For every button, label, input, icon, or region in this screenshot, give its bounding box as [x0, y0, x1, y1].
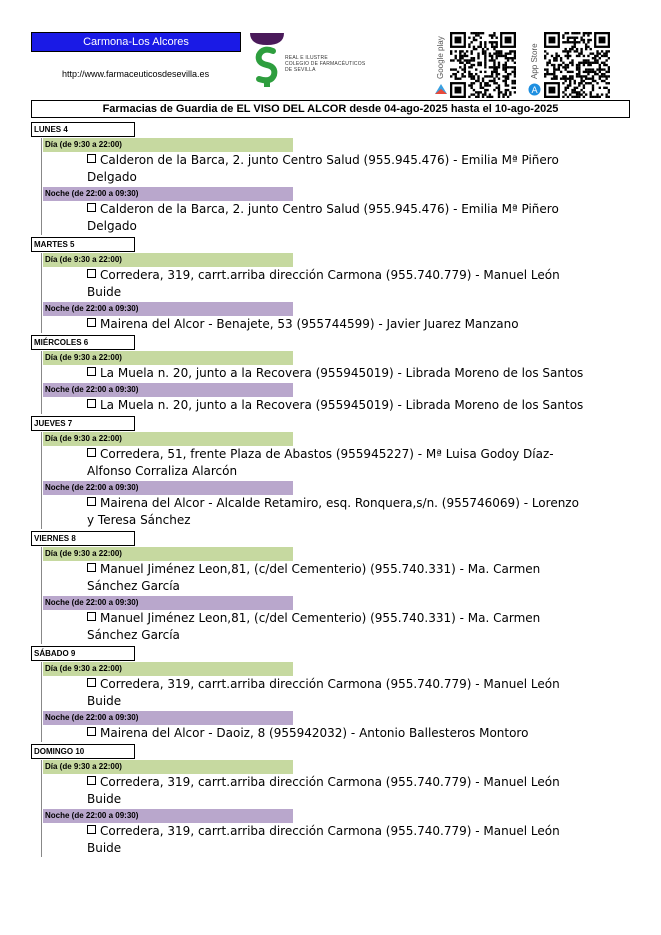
- pharmacy-text: La Muela n. 20, junto a la Recovera (955…: [100, 366, 584, 380]
- college-logo: REAL E ILUSTRE COLEGIO DE FARMACÉUTICOS …: [249, 31, 379, 89]
- day-shifts: Día (de 9:30 a 22:00)Corredera, 319, car…: [41, 253, 631, 333]
- google-play-label: Google play: [436, 36, 445, 79]
- pharmacy-text: Corredera, 319, carrt.arriba dirección C…: [87, 677, 560, 708]
- app-store-label: App Store: [530, 43, 539, 79]
- app-store-icon: A: [528, 83, 541, 96]
- square-bullet-icon: [87, 154, 96, 163]
- pharmacy-entry: Corredera, 319, carrt.arriba dirección C…: [87, 267, 587, 301]
- pharmacy-text: Corredera, 319, carrt.arriba dirección C…: [87, 268, 560, 299]
- pharmacy-text: Corredera, 51, frente Plaza de Abastos (…: [87, 447, 554, 478]
- google-play-badge[interactable]: Google play: [434, 31, 524, 98]
- day-shift-label: Día (de 9:30 a 22:00): [43, 138, 293, 152]
- night-shift-label: Noche (de 22:00 a 09:30): [43, 481, 293, 495]
- pharmacy-text: La Muela n. 20, junto a la Recovera (955…: [100, 398, 584, 412]
- pharmacy-entry: Corredera, 51, frente Plaza de Abastos (…: [87, 446, 587, 480]
- night-shift-label: Noche (de 22:00 a 09:30): [43, 596, 293, 610]
- pharmacy-text: Mairena del Alcor - Benajete, 53 (955744…: [100, 317, 519, 331]
- pharmacy-entry: Corredera, 319, carrt.arriba dirección C…: [87, 676, 587, 710]
- pharmacy-text: Calderon de la Barca, 2. junto Centro Sa…: [87, 153, 559, 184]
- pharmacy-entry: Corredera, 319, carrt.arriba dirección C…: [87, 774, 587, 808]
- square-bullet-icon: [87, 776, 96, 785]
- pharmacy-text: Corredera, 319, carrt.arriba dirección C…: [87, 775, 560, 806]
- day-shifts: Día (de 9:30 a 22:00)La Muela n. 20, jun…: [41, 351, 631, 414]
- pharmacy-entry: Calderon de la Barca, 2. junto Centro Sa…: [87, 152, 587, 186]
- night-shift-label: Noche (de 22:00 a 09:30): [43, 187, 293, 201]
- pharmacy-entry: Mairena del Alcor - Benajete, 53 (955744…: [87, 316, 587, 333]
- day-header: LUNES 4: [31, 122, 135, 137]
- google-play-icon: [435, 84, 447, 94]
- square-bullet-icon: [87, 399, 96, 408]
- square-bullet-icon: [87, 367, 96, 376]
- square-bullet-icon: [87, 448, 96, 457]
- pharmacy-text: Manuel Jiménez Leon,81, (c/del Cementeri…: [87, 611, 541, 642]
- day-header: JUEVES 7: [31, 416, 135, 431]
- day-shift-label: Día (de 9:30 a 22:00): [43, 432, 293, 446]
- pharmacy-entry: Calderon de la Barca, 2. junto Centro Sa…: [87, 201, 587, 235]
- day-header: MIÉRCOLES 6: [31, 335, 135, 350]
- pharmacy-entry: La Muela n. 20, junto a la Recovera (955…: [87, 397, 587, 414]
- night-shift-label: Noche (de 22:00 a 09:30): [43, 302, 293, 316]
- pharmacy-entry: La Muela n. 20, junto a la Recovera (955…: [87, 365, 587, 382]
- day-header: DOMINGO 10: [31, 744, 135, 759]
- day-shift-label: Día (de 9:30 a 22:00): [43, 253, 293, 267]
- region-label: Carmona-Los Alcores: [31, 32, 241, 52]
- day-shift-label: Día (de 9:30 a 22:00): [43, 760, 293, 774]
- night-shift-label: Noche (de 22:00 a 09:30): [43, 809, 293, 823]
- night-shift-label: Noche (de 22:00 a 09:30): [43, 711, 293, 725]
- pharmacy-text: Mairena del Alcor - Daoiz, 8 (955942032)…: [100, 726, 529, 740]
- app-store-qr-code[interactable]: [544, 32, 610, 98]
- pharmacy-text: Mairena del Alcor - Alcalde Retamiro, es…: [87, 496, 579, 527]
- square-bullet-icon: [87, 825, 96, 834]
- square-bullet-icon: [87, 678, 96, 687]
- square-bullet-icon: [87, 318, 96, 327]
- day-header: VIERNES 8: [31, 531, 135, 546]
- day-shifts: Día (de 9:30 a 22:00)Manuel Jiménez Leon…: [41, 547, 631, 644]
- pharmacy-text: Corredera, 319, carrt.arriba dirección C…: [87, 824, 560, 855]
- day-shifts: Día (de 9:30 a 22:00)Corredera, 319, car…: [41, 760, 631, 857]
- day-shifts: Día (de 9:30 a 22:00)Corredera, 51, fren…: [41, 432, 631, 529]
- pharmacy-text: Calderon de la Barca, 2. junto Centro Sa…: [87, 202, 559, 233]
- square-bullet-icon: [87, 563, 96, 572]
- page-title: Farmacias de Guardia de EL VISO DEL ALCO…: [31, 100, 630, 118]
- pharmacy-entry: Corredera, 319, carrt.arriba dirección C…: [87, 823, 587, 857]
- day-shifts: Día (de 9:30 a 22:00)Calderon de la Barc…: [41, 138, 631, 235]
- pharmacy-entry: Manuel Jiménez Leon,81, (c/del Cementeri…: [87, 561, 587, 595]
- day-shift-label: Día (de 9:30 a 22:00): [43, 351, 293, 365]
- square-bullet-icon: [87, 269, 96, 278]
- pharmacy-entry: Manuel Jiménez Leon,81, (c/del Cementeri…: [87, 610, 587, 644]
- day-shift-label: Día (de 9:30 a 22:00): [43, 547, 293, 561]
- night-shift-label: Noche (de 22:00 a 09:30): [43, 383, 293, 397]
- square-bullet-icon: [87, 727, 96, 736]
- college-name: REAL E ILUSTRE COLEGIO DE FARMACÉUTICOS …: [285, 55, 366, 73]
- day-shifts: Día (de 9:30 a 22:00)Corredera, 319, car…: [41, 662, 631, 742]
- college-emblem-icon: [250, 33, 284, 87]
- square-bullet-icon: [87, 497, 96, 506]
- pharmacy-entry: Mairena del Alcor - Alcalde Retamiro, es…: [87, 495, 587, 529]
- website-link[interactable]: http://www.farmaceuticosdesevilla.es: [62, 69, 210, 79]
- svg-text:A: A: [532, 86, 539, 96]
- pharmacy-entry: Mairena del Alcor - Daoiz, 8 (955942032)…: [87, 725, 587, 742]
- google-play-qr-code[interactable]: [450, 32, 516, 98]
- app-store-badge[interactable]: App Store A: [528, 31, 618, 98]
- day-shift-label: Día (de 9:30 a 22:00): [43, 662, 293, 676]
- square-bullet-icon: [87, 612, 96, 621]
- day-header: MARTES 5: [31, 237, 135, 252]
- day-header: SÁBADO 9: [31, 646, 135, 661]
- pharmacy-text: Manuel Jiménez Leon,81, (c/del Cementeri…: [87, 562, 541, 593]
- square-bullet-icon: [87, 203, 96, 212]
